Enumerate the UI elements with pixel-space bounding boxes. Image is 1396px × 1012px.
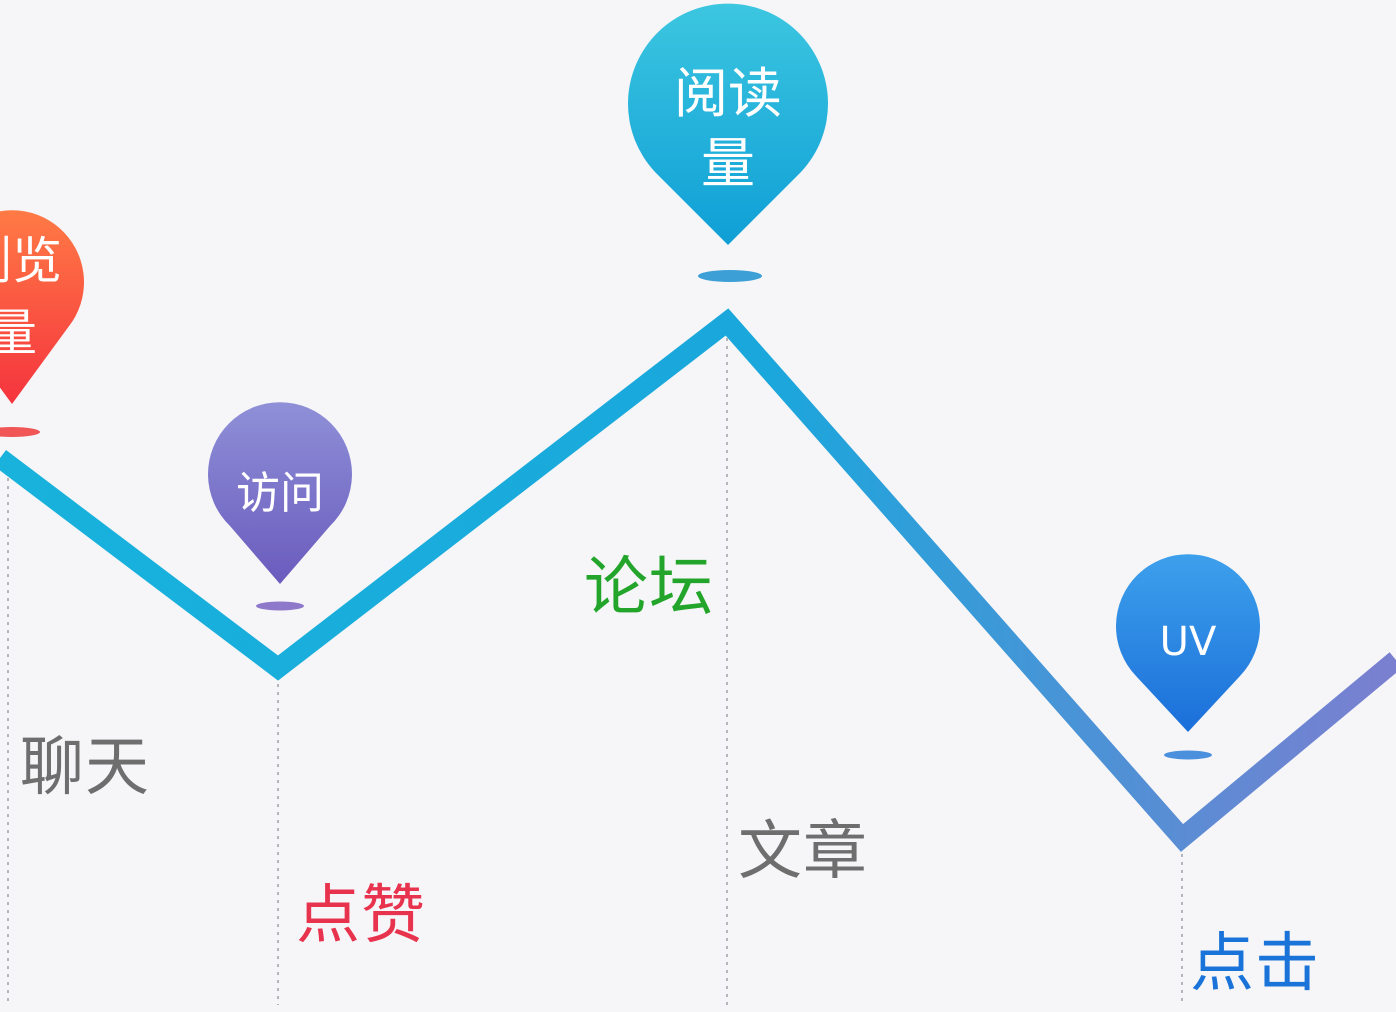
pin-label-browse-line2: 量 [0, 304, 37, 362]
pin-label-visit: 访问 [236, 468, 324, 519]
pin-label-browse-line1: 浏览 [0, 232, 62, 290]
zigzag-line [0, 308, 1396, 852]
pin-marker-read: 阅读 量 [628, 3, 828, 282]
label-click: 点击 [1190, 927, 1320, 1001]
label-like: 点赞 [296, 879, 426, 953]
pin-label-read-line1: 阅读 [674, 62, 782, 125]
label-chat: 聊天 [20, 731, 150, 805]
guide-lines [7, 322, 1183, 1005]
pin-marker-visit: 访问 [208, 402, 352, 611]
pin-label-uv: UV [1160, 619, 1217, 665]
label-article: 文章 [738, 815, 868, 889]
pin-marker-uv: UV [1116, 554, 1261, 760]
pin-label-read-line2: 量 [701, 132, 755, 195]
pin-marker-browse: 浏览 量 [0, 210, 84, 437]
label-forum: 论坛 [584, 551, 714, 625]
